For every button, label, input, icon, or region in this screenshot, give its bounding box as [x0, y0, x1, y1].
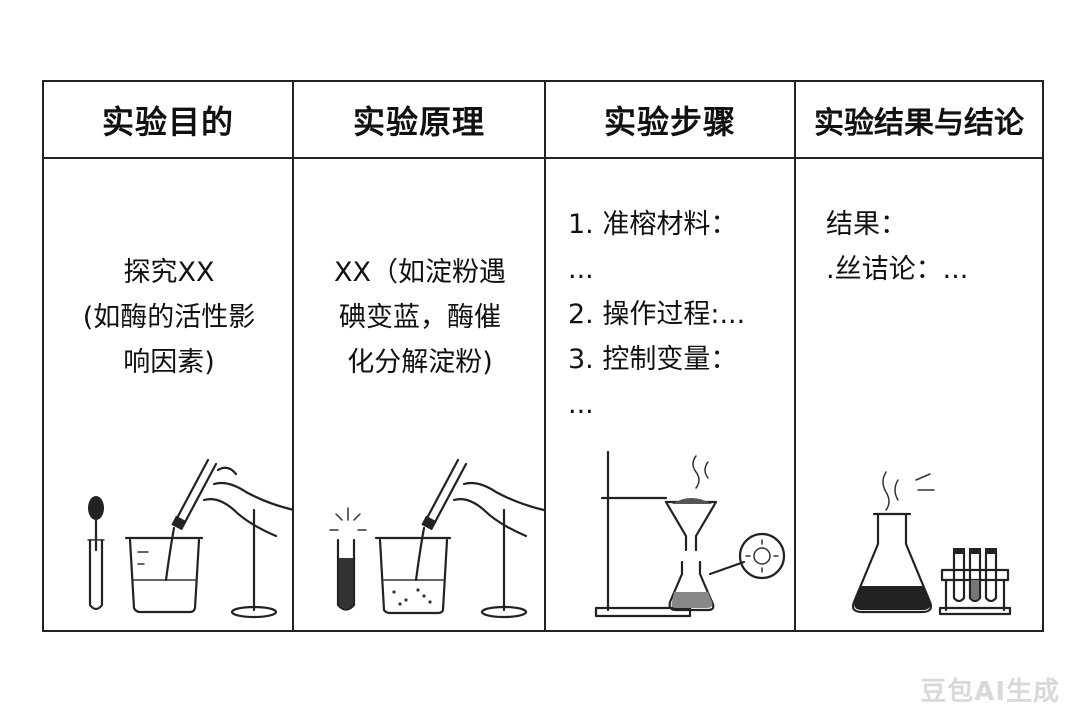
- column-results: 实验结果与结论 结果： .丝诘论：...: [796, 82, 1042, 630]
- body-results: 结果： .丝诘论：...: [826, 209, 969, 285]
- flask-test-tube-rack-icon: [851, 471, 1012, 616]
- body-steps: 1. 准榕材料： ... 2. 操作过程:... 3. 控制变量： ...: [568, 209, 746, 420]
- body-principle: XX（如淀粉遇 碘变蓝，酶催 化分解淀粉): [334, 257, 506, 378]
- dropper-beaker-stand-icon: [87, 458, 294, 619]
- header-steps: 实验步骤: [546, 82, 794, 159]
- column-purpose: 实验目的 探究XX (如酶的活性影 响因素): [44, 82, 294, 630]
- header-results: 实验结果与结论: [796, 82, 1042, 159]
- watermark-text: 豆包AI生成: [920, 677, 1060, 707]
- column-principle: 实验原理 XX（如淀粉遇 碘变蓝，酶催 化分解淀粉): [294, 82, 546, 630]
- column-steps: 实验步骤 1. 准榕材料： ... 2. 操作过程:... 3. 控制变量： .…: [546, 82, 796, 630]
- body-purpose: 探究XX (如酶的活性影 响因素): [82, 257, 256, 378]
- test-tube-beaker-hand-icon: [329, 458, 544, 619]
- filtration-apparatus-icon: [594, 450, 786, 618]
- header-purpose: 实验目的: [44, 82, 292, 159]
- header-principle: 实验原理: [294, 82, 544, 159]
- experiment-table: 实验目的 探究XX (如酶的活性影 响因素): [42, 80, 1044, 632]
